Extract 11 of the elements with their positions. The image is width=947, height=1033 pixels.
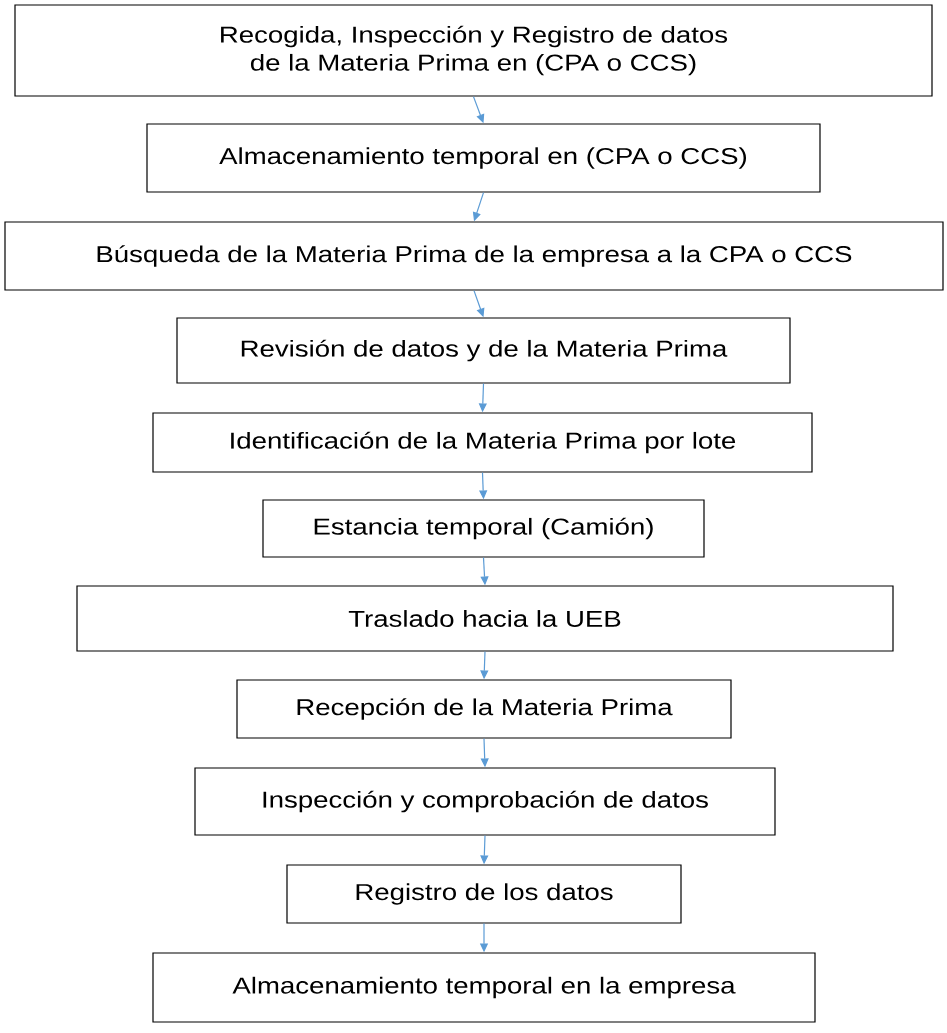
process-box: Recogida, Inspección y Registro de datos de la Materia Prima en (CPA o CCS)	[14, 4, 933, 97]
process-box: Identificación de la Materia Prima por lote	[152, 412, 813, 473]
process-box: Registro de los datos	[286, 864, 682, 924]
process-box: Búsqueda de la Materia Prima de la empresa a la CPA o CCS	[4, 221, 944, 291]
process-box: Revisión de datos y de la Materia Prima	[176, 317, 791, 384]
process-box: Estancia temporal (Camión)	[262, 499, 705, 558]
process-box: Almacenamiento temporal en la empresa	[152, 952, 816, 1023]
process-box: Recepción de la Materia Prima	[236, 679, 732, 739]
process-box: Almacenamiento temporal en (CPA o CCS)	[146, 123, 821, 193]
process-box: Inspección y comprobación de datos	[194, 767, 776, 836]
process-box: Traslado hacia la UEB	[76, 585, 894, 652]
